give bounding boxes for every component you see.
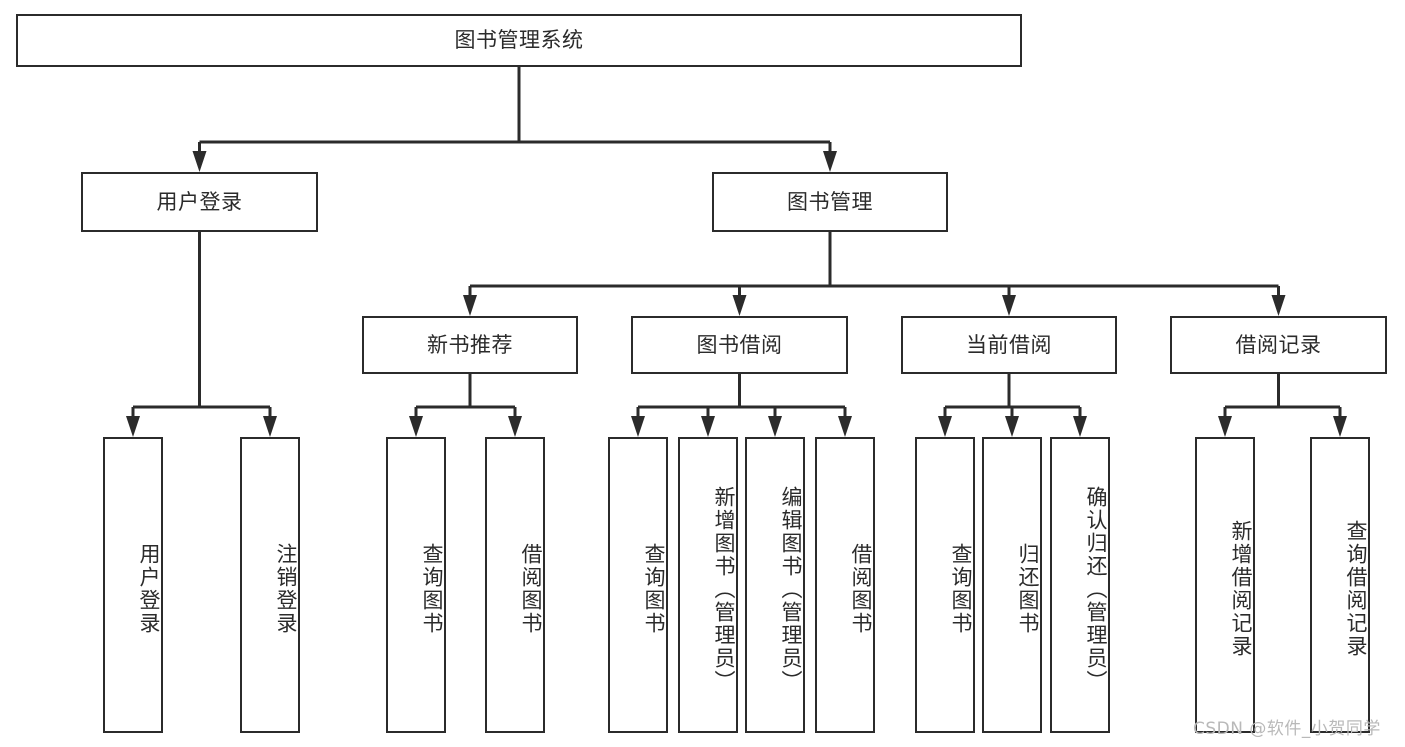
- node-leaf-7[interactable]: 编辑图书（管理员）: [745, 437, 805, 733]
- node-label: 归还图书: [1016, 543, 1040, 635]
- arrowhead-icon: [1073, 416, 1087, 437]
- node-leaf-6[interactable]: 新增图书（管理员）: [678, 437, 738, 733]
- node-leaf-9[interactable]: 查询图书: [915, 437, 975, 733]
- node-label: 查询图书: [949, 543, 973, 635]
- node-label: 图书借阅: [696, 332, 783, 357]
- node-root[interactable]: 图书管理系统: [16, 14, 1022, 67]
- node-leaf-4[interactable]: 借阅图书: [485, 437, 545, 733]
- arrowhead-icon: [1271, 295, 1286, 316]
- node-label: 图书管理: [787, 189, 873, 214]
- node-label: 当前借阅: [966, 332, 1052, 357]
- arrowhead-icon: [409, 416, 423, 437]
- node-label: 新增图书（管理员）: [712, 485, 736, 693]
- arrowhead-icon: [126, 416, 140, 437]
- arrowhead-icon: [838, 416, 852, 437]
- arrowhead-icon: [263, 416, 277, 437]
- node-leaf-10[interactable]: 归还图书: [982, 437, 1042, 733]
- node-label: 借阅图书: [519, 543, 543, 635]
- node-label: 新书推荐: [427, 332, 513, 357]
- node-label: 用户登录: [156, 189, 243, 214]
- arrowhead-icon: [1005, 416, 1019, 437]
- node-label: 借阅图书: [849, 543, 873, 635]
- node-borrow[interactable]: 图书借阅: [631, 316, 848, 374]
- node-login[interactable]: 用户登录: [81, 172, 318, 232]
- arrowhead-icon: [1218, 416, 1232, 437]
- arrowhead-icon: [768, 416, 782, 437]
- node-label: 新增借阅记录: [1229, 520, 1253, 658]
- arrowhead-icon: [192, 151, 207, 172]
- arrowhead-icon: [823, 151, 837, 172]
- node-leaf-13[interactable]: 查询借阅记录: [1310, 437, 1370, 733]
- node-leaf-1[interactable]: 用户登录: [103, 437, 163, 733]
- node-label: 编辑图书（管理员）: [779, 485, 803, 693]
- arrowhead-icon: [938, 416, 952, 437]
- arrowhead-icon: [732, 295, 747, 316]
- arrowhead-icon: [1333, 416, 1347, 437]
- arrowhead-icon: [631, 416, 645, 437]
- node-leaf-8[interactable]: 借阅图书: [815, 437, 875, 733]
- node-leaf-5[interactable]: 查询图书: [608, 437, 668, 733]
- arrowhead-icon: [508, 416, 522, 437]
- node-label: 借阅记录: [1235, 332, 1322, 357]
- node-label: 查询图书: [420, 543, 444, 635]
- arrowhead-icon: [701, 416, 715, 437]
- arrowhead-icon: [1002, 295, 1016, 316]
- node-leaf-11[interactable]: 确认归还（管理员）: [1050, 437, 1110, 733]
- node-records[interactable]: 借阅记录: [1170, 316, 1387, 374]
- node-label: 查询借阅记录: [1344, 520, 1368, 658]
- node-bookmgmt[interactable]: 图书管理: [712, 172, 948, 232]
- node-label: 注销登录: [274, 543, 298, 635]
- node-leaf-12[interactable]: 新增借阅记录: [1195, 437, 1255, 733]
- node-newbooks[interactable]: 新书推荐: [362, 316, 578, 374]
- node-label: 用户登录: [137, 543, 161, 635]
- node-label: 图书管理系统: [454, 28, 584, 53]
- node-label: 查询图书: [642, 543, 666, 635]
- arrowhead-icon: [463, 295, 477, 316]
- node-current[interactable]: 当前借阅: [901, 316, 1117, 374]
- node-label: 确认归还（管理员）: [1084, 485, 1108, 693]
- node-leaf-3[interactable]: 查询图书: [386, 437, 446, 733]
- node-leaf-2[interactable]: 注销登录: [240, 437, 300, 733]
